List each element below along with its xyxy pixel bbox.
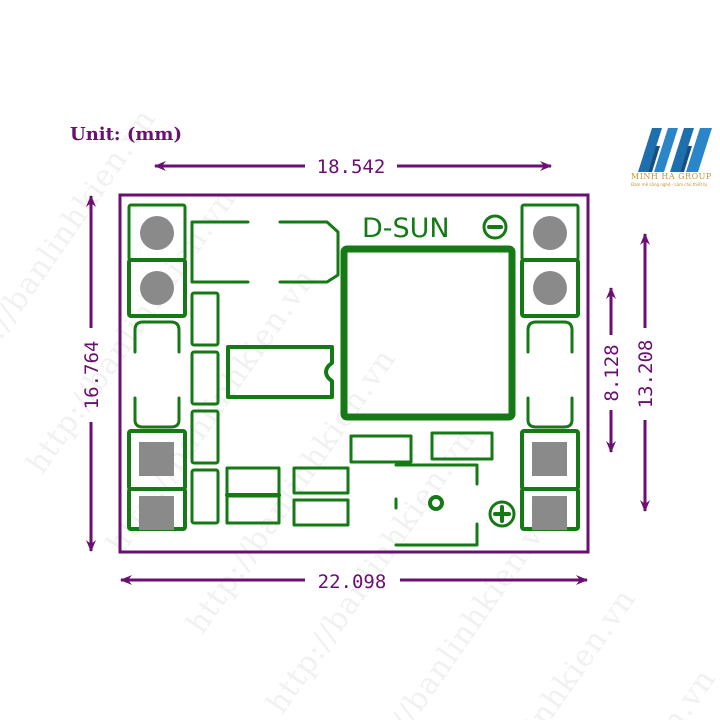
dimension-top-width-label: 18.542	[317, 156, 386, 178]
capacitor-left-outline	[133, 320, 181, 429]
resistor-r8	[292, 498, 350, 527]
pad-left-top-1	[140, 216, 174, 250]
pad-right-top-1	[533, 216, 567, 250]
logo-tagline: Đam mê công nghệ - Làm chủ thiết bị	[631, 182, 707, 187]
pad-left-bottom-1	[139, 442, 174, 476]
resistor-r7	[292, 466, 350, 495]
pad-right-top-2	[533, 271, 567, 305]
minh-ha-logo-icon	[638, 128, 712, 172]
resistor-r9	[349, 434, 413, 464]
potentiometer-knob-icon	[428, 495, 444, 511]
potentiometer-outline	[394, 463, 479, 547]
resistor-r6	[225, 494, 281, 525]
diode-outline	[190, 220, 340, 284]
dimension-right-inner-height: 8.128	[601, 287, 623, 453]
dimension-bottom-width-label: 22.098	[318, 571, 387, 593]
dimension-bottom-width: 22.098	[120, 571, 588, 593]
logo-name: MINH HA GROUP	[631, 172, 712, 181]
ic-soic-outline	[226, 345, 334, 399]
minus-symbol-icon	[482, 214, 508, 240]
dimension-left-height: 16.764	[81, 195, 103, 552]
resistor-r1	[190, 291, 220, 347]
resistor-r5	[225, 466, 281, 497]
capacitor-right-outline	[526, 320, 574, 429]
inductor-main-outline	[340, 245, 516, 421]
unit-label: Unit: (mm)	[70, 124, 182, 145]
pad-left-top-2	[140, 271, 174, 305]
connector-right-top	[520, 203, 580, 318]
resistor-r3	[190, 409, 220, 465]
dimension-right-outer-height-label: 13.208	[635, 340, 657, 409]
resistor-r4	[190, 468, 220, 525]
connector-left-top	[127, 203, 187, 318]
dimension-top-width: 18.542	[154, 156, 552, 178]
dimension-right-inner-height-label: 8.128	[601, 344, 623, 401]
dimension-right-outer-height: 13.208	[635, 233, 657, 512]
pad-right-bottom-2	[532, 496, 567, 530]
dimension-left-height-label: 16.764	[81, 341, 103, 410]
pad-right-bottom-1	[532, 442, 567, 476]
board-outline	[118, 193, 590, 554]
plus-symbol-icon	[488, 500, 516, 528]
resistor-r10	[430, 431, 494, 461]
pad-left-bottom-2	[139, 496, 174, 530]
resistor-r2	[190, 350, 220, 406]
brand-silkscreen-label: D-SUN	[362, 213, 450, 244]
